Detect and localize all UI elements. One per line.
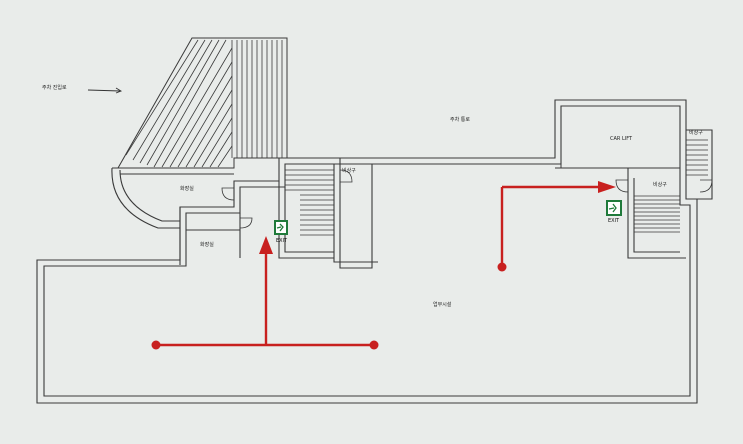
building-walls <box>36 99 713 404</box>
curved-wall <box>111 167 234 229</box>
exit-sign-icon <box>606 200 622 216</box>
stairs-left <box>285 169 334 236</box>
arrow-right-icon <box>87 87 123 94</box>
emergency-exit-label-left: 비상구 <box>342 167 356 174</box>
exit-sign-label-left: EXIT <box>276 238 288 244</box>
route-start-dot <box>151 340 161 350</box>
restroom-label-lower: 화장실 <box>200 241 214 248</box>
emergency-exit-label-far-right: 비상구 <box>689 129 703 136</box>
route-markers <box>151 181 616 350</box>
parking-entrance-label: 주차 진입로 <box>42 84 67 91</box>
car-lift-room <box>560 105 681 169</box>
parking-ramp <box>117 37 288 169</box>
office-label: 업무시설 <box>433 301 452 308</box>
parking-passage-label: 주차 통로 <box>450 116 470 123</box>
emergency-exit-label-right: 비상구 <box>653 181 667 188</box>
restroom-label-upper: 화장실 <box>180 185 194 192</box>
exit-sign-label-right: EXIT <box>608 218 620 224</box>
route-arrowhead-up <box>259 236 273 254</box>
exit-sign-icon <box>274 220 288 235</box>
evacuation-route <box>156 185 603 347</box>
route-arrowhead-right <box>598 181 616 193</box>
car-lift-label: CAR LIFT <box>610 136 633 142</box>
route-start-dot <box>369 340 379 350</box>
stairs-right <box>634 139 708 233</box>
route-start-dot <box>497 262 507 272</box>
door-swings <box>221 169 713 229</box>
